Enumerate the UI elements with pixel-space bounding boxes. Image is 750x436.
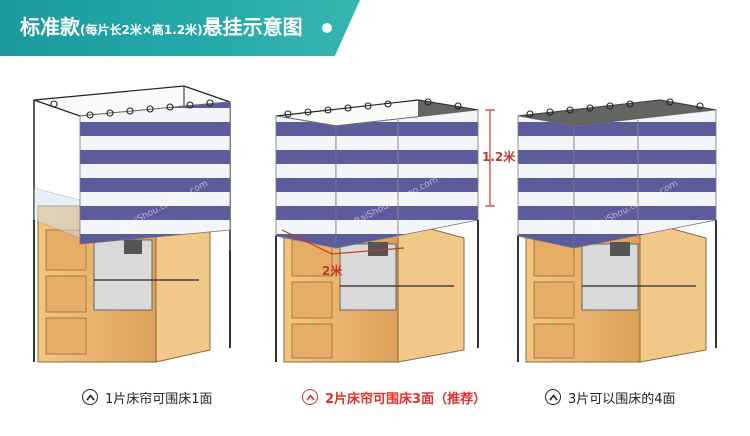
bed-scene-one-panel [33, 85, 231, 363]
title-tail: 悬挂示意图 [202, 15, 303, 39]
page-title: 标准款(每片长2米×高1.2米)悬挂示意图 [20, 12, 303, 45]
header-dot [322, 23, 332, 33]
caption-text: 2片床帘可围床3面（推荐） [325, 391, 487, 407]
bed-scene-three-sides [275, 98, 495, 363]
caption-four-sides: 3片可以围床的4面 [545, 386, 676, 408]
chevron-up-icon [545, 389, 561, 405]
length-dimension-label: 2米 [322, 264, 343, 278]
height-dimension-label: 1.2米 [482, 150, 516, 164]
chevron-up-icon [302, 389, 318, 405]
bed-scene-four-sides [517, 98, 717, 363]
caption-one-side: 1片床帘可围床1面 [82, 386, 213, 408]
chevron-up-icon [82, 389, 98, 405]
title-detail: (每片长2米×高1.2米) [80, 23, 203, 37]
caption-text: 3片可以围床的4面 [568, 391, 676, 407]
caption-three-sides: 2片床帘可围床3面（推荐） [302, 386, 486, 408]
caption-text: 1片床帘可围床1面 [105, 391, 213, 407]
title-main: 标准款 [20, 15, 80, 39]
header-banner: 标准款(每片长2米×高1.2米)悬挂示意图 [0, 0, 360, 56]
